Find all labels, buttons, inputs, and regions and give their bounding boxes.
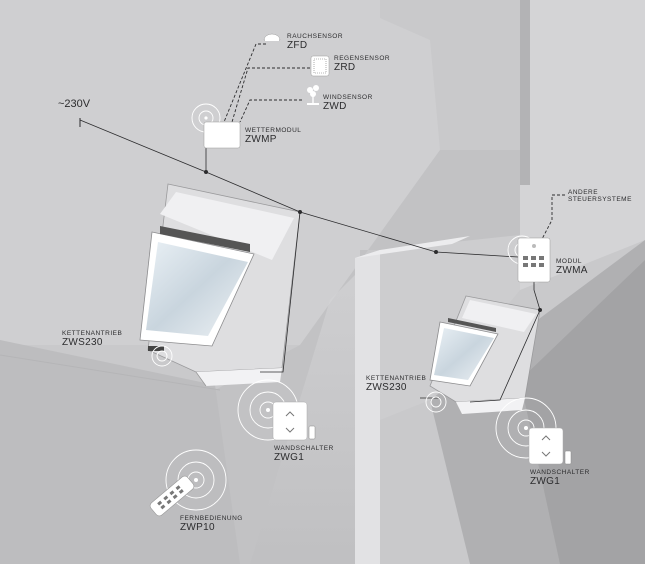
rain-sensor-label: REGENSENSOR ZRD	[334, 55, 391, 73]
voltage-label: ~230V	[58, 98, 91, 110]
wall-switch-label-left: WANDSCHALTER ZWG1	[274, 445, 334, 463]
pillar	[355, 250, 380, 564]
module-label: MODUL ZWMA	[556, 258, 588, 276]
wall-switch-icon	[272, 401, 316, 441]
remote-control-label: FERNBEDIENUNG ZWP10	[180, 515, 243, 533]
other-systems-label: ANDERE STEUERSYSTEME	[568, 189, 632, 203]
wall-switch-label-right: WANDSCHALTER ZWG1	[530, 469, 590, 487]
left-roof-window	[139, 183, 301, 387]
smoke-sensor-icon	[263, 33, 281, 41]
wall-switch-icon	[528, 427, 572, 465]
light-beam	[250, 250, 380, 564]
rain-sensor-icon	[310, 55, 330, 77]
wind-sensor-label: WINDSENSOR ZWD	[323, 94, 373, 112]
chain-actuator-label-right: KETTENANTRIEB ZWS230	[366, 375, 427, 393]
right-roof-window	[429, 295, 541, 414]
remote-control-icon	[149, 475, 195, 517]
smoke-sensor-label: RAUCHSENSOR ZFD	[287, 33, 344, 51]
chain-actuator-label-left: KETTENANTRIEB ZWS230	[62, 330, 123, 348]
weather-module-icon	[203, 121, 241, 149]
module-icon	[517, 237, 551, 283]
left-ceiling	[0, 0, 440, 345]
weather-module-label: WETTERMODUL ZWMP	[245, 127, 302, 145]
left-wall-lower	[0, 340, 240, 564]
right-upper-wall	[520, 0, 645, 290]
wind-sensor-icon	[307, 85, 319, 105]
sensor-links	[223, 43, 565, 259]
